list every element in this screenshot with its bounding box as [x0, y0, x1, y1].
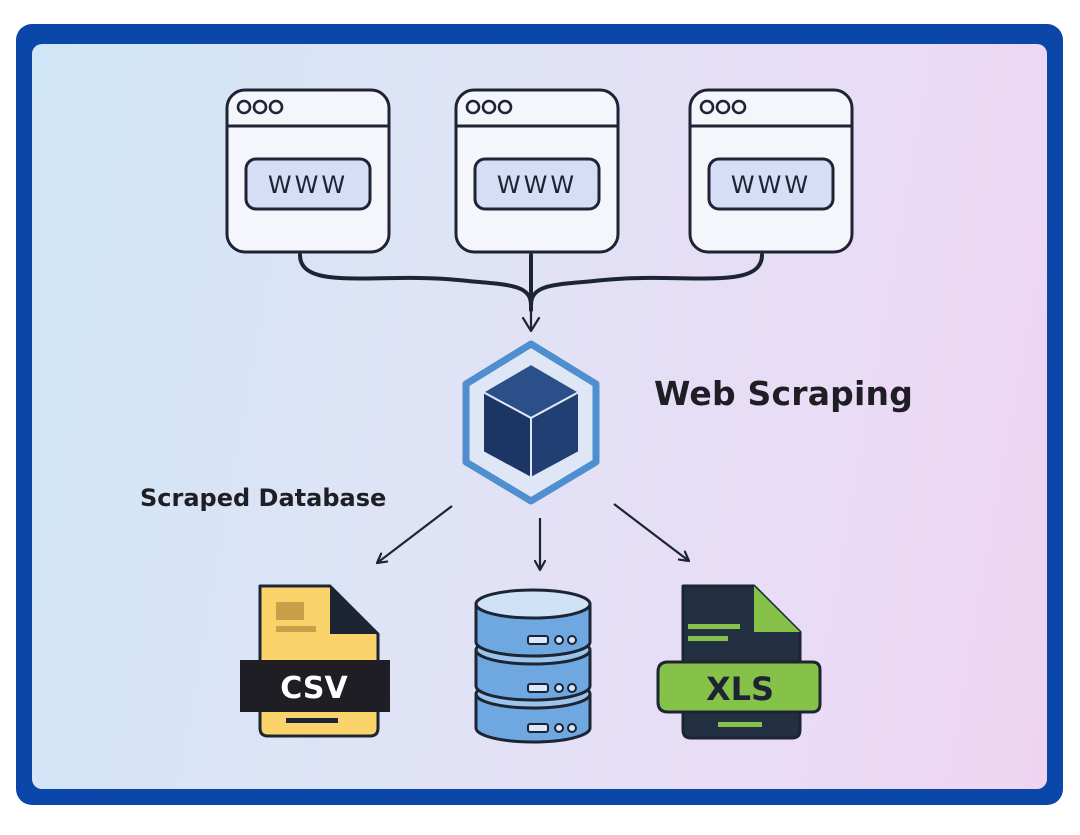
connector-right	[529, 253, 764, 307]
window-dot-icon	[236, 99, 252, 115]
cube-icon	[462, 340, 600, 505]
browser-window-right: WWW	[688, 88, 854, 254]
url-bar	[473, 157, 601, 211]
window-dot-icon	[268, 99, 284, 115]
window-dot-icon	[481, 99, 497, 115]
window-dot-icon	[731, 99, 747, 115]
scraped-database-label: Scraped Database	[140, 484, 387, 512]
down-arrow-icon	[521, 296, 541, 333]
csv-label-band	[240, 660, 390, 712]
url-bar	[707, 157, 835, 211]
browser-window-center: WWW	[454, 88, 620, 254]
csv-label: CSV	[280, 671, 348, 706]
connector-left	[298, 253, 533, 307]
web-scraping-label: Web Scraping	[654, 374, 914, 413]
output-arrows	[377, 503, 689, 570]
url-bar-text: WWW	[731, 171, 811, 199]
csv-file-icon: CSV	[240, 584, 390, 738]
arrow-to-xls-icon	[613, 503, 689, 561]
database-icon	[474, 588, 592, 744]
window-dot-icon	[497, 99, 513, 115]
xls-label: XLS	[706, 670, 774, 708]
arrow-to-csv-icon	[377, 505, 453, 563]
window-dot-icon	[715, 99, 731, 115]
browser-window-left: WWW	[225, 88, 391, 254]
url-bar	[244, 157, 372, 211]
url-bar-text: WWW	[497, 171, 577, 199]
xls-label-band	[656, 660, 822, 714]
url-bar-text: WWW	[268, 171, 348, 199]
window-dot-icon	[699, 99, 715, 115]
window-dot-icon	[252, 99, 268, 115]
xls-file-icon: XLS	[656, 584, 822, 740]
window-dot-icon	[465, 99, 481, 115]
